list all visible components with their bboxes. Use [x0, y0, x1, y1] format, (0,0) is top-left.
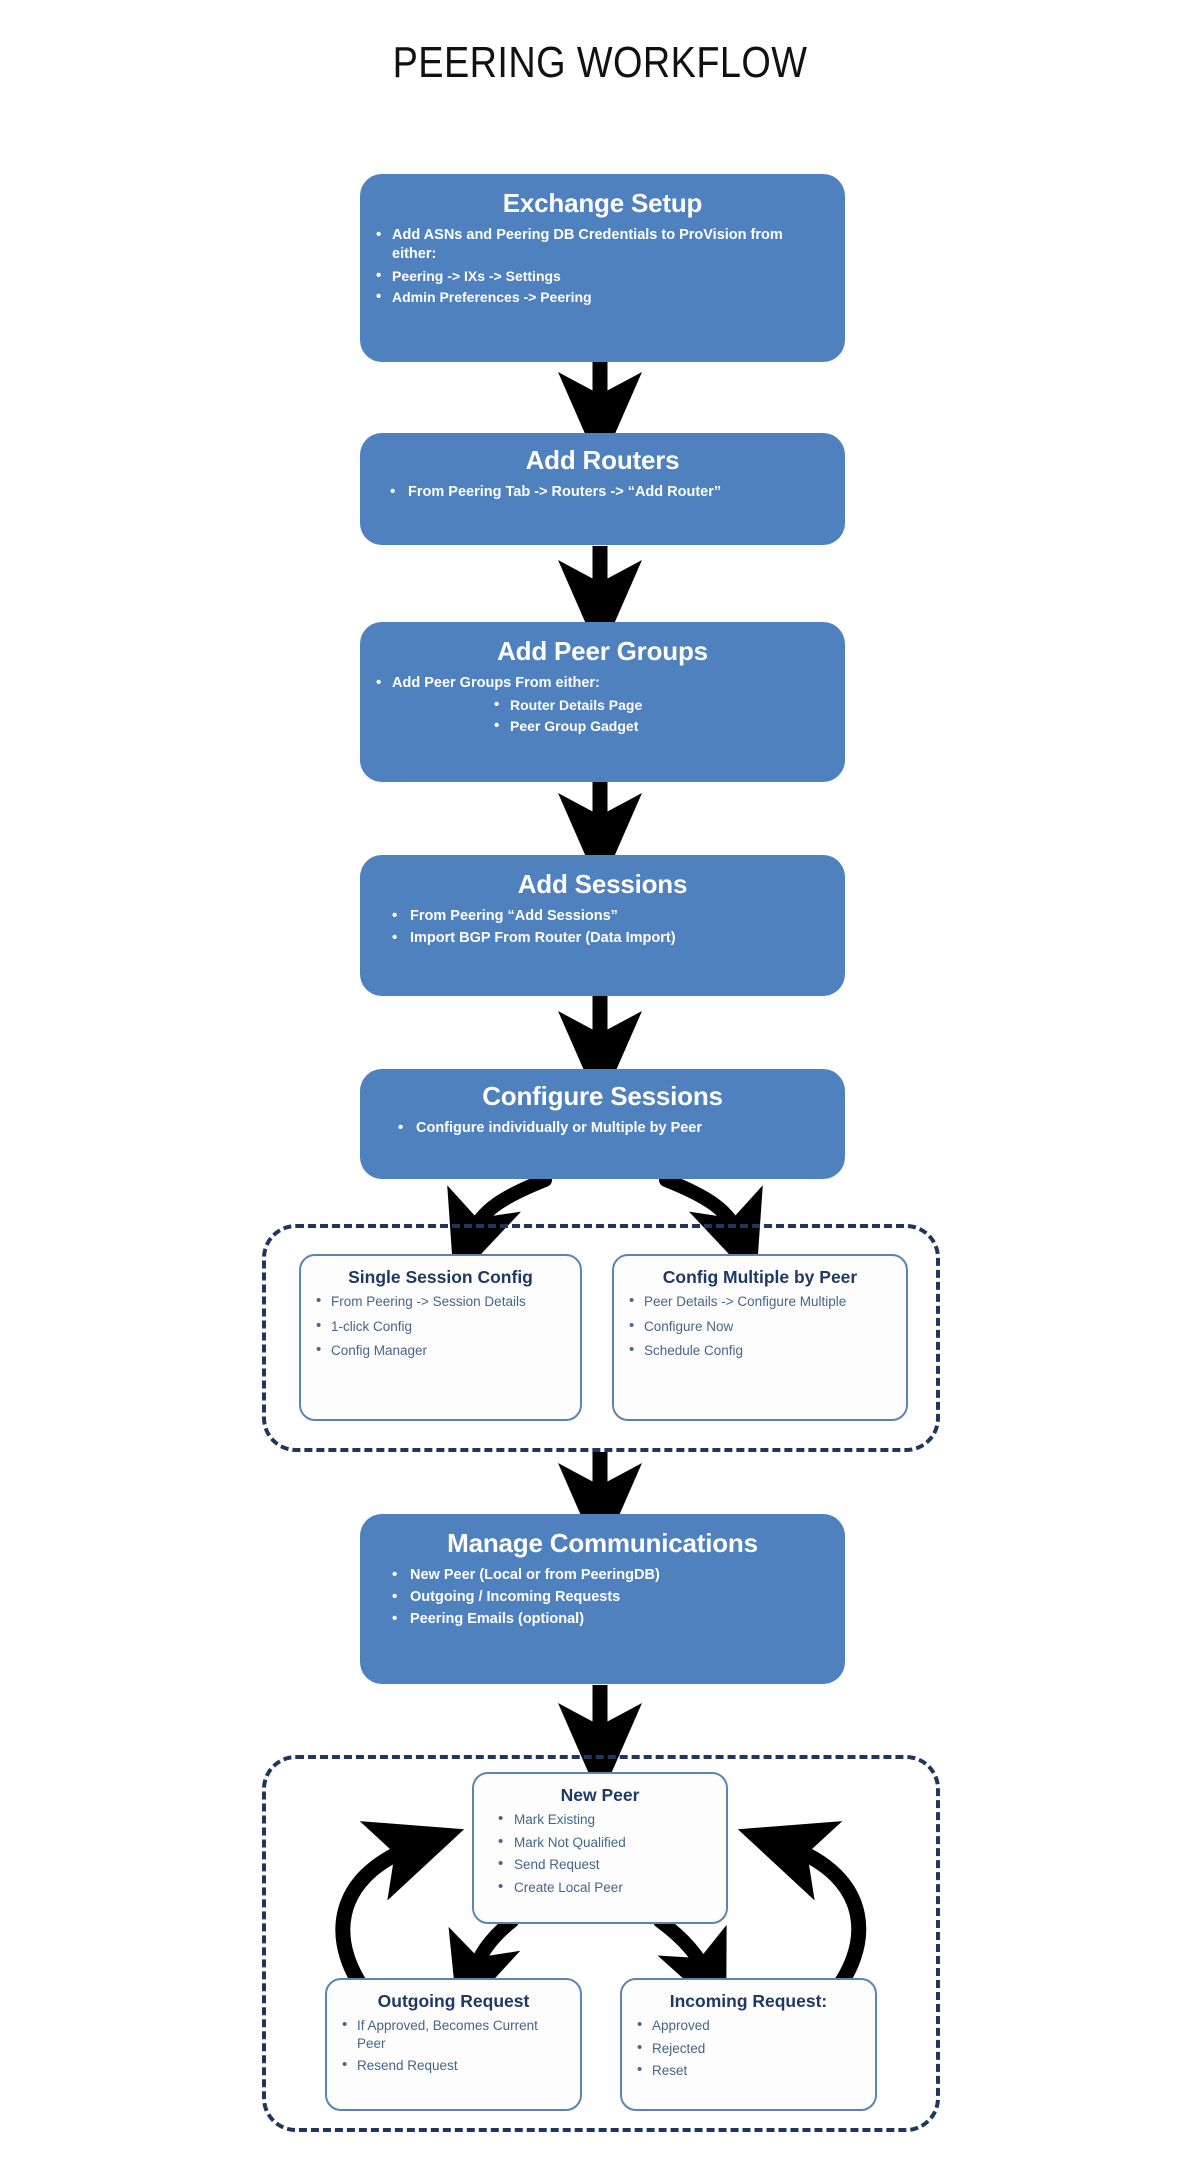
bullet-item: Add Peer Groups From either: — [374, 673, 831, 693]
stage-bullet-list: Add ASNs and Peering DB Credentials to P… — [374, 225, 831, 264]
box-outgoing-request[interactable]: Outgoing Request If Approved, Becomes Cu… — [325, 1978, 582, 2111]
bullet-item: If Approved, Becomes Current Peer — [337, 2015, 570, 2052]
bullet-item: New Peer (Local or from PeeringDB) — [390, 1565, 831, 1585]
bullet-item: Configure Now — [624, 1316, 896, 1336]
bullet-item: Outgoing / Incoming Requests — [390, 1587, 831, 1607]
box-single-session-config[interactable]: Single Session Config From Peering -> Se… — [299, 1254, 582, 1421]
subbox-bullet-list: Peer Details -> Configure Multiple Confi… — [624, 1291, 896, 1360]
stage-subbullet-list: Peering -> IXs -> Settings Admin Prefere… — [374, 266, 831, 308]
stage-title: Manage Communications — [447, 1528, 758, 1558]
bullet-item: Peer Details -> Configure Multiple — [624, 1291, 896, 1311]
bullet-item: Schedule Config — [624, 1340, 896, 1360]
bullet-item: From Peering -> Session Details — [311, 1291, 570, 1311]
stage-bullet-list: Add Peer Groups From either: — [374, 673, 831, 693]
page-title: PEERING WORKFLOW — [392, 38, 808, 87]
peer-request-group — [262, 1755, 940, 2132]
subbox-title: Config Multiple by Peer — [662, 1267, 858, 1287]
bullet-item: Add ASNs and Peering DB Credentials to P… — [374, 225, 831, 264]
subbox-bullet-list: From Peering -> Session Details 1-click … — [311, 1291, 570, 1360]
bullet-item: Peering -> IXs -> Settings — [374, 266, 831, 286]
stage-exchange-setup[interactable]: Exchange Setup Add ASNs and Peering DB C… — [360, 174, 845, 362]
subbox-title: Incoming Request: — [669, 1991, 828, 2011]
subbox-title: Outgoing Request — [377, 1991, 530, 2011]
bullet-item: Create Local Peer — [484, 1877, 716, 1897]
subbox-bullet-list: Approved Rejected Reset — [632, 2015, 865, 2080]
stage-title: Add Routers — [525, 445, 680, 475]
bullet-item: Send Request — [484, 1854, 716, 1874]
box-config-multiple-by-peer[interactable]: Config Multiple by Peer Peer Details -> … — [612, 1254, 908, 1421]
stage-add-peer-groups[interactable]: Add Peer Groups Add Peer Groups From eit… — [360, 622, 845, 782]
bullet-item: Mark Not Qualified — [484, 1832, 716, 1852]
stage-title: Add Peer Groups — [497, 636, 708, 666]
bullet-item: From Peering Tab -> Routers -> “Add Rout… — [388, 482, 831, 502]
bullet-item: Resend Request — [337, 2055, 570, 2075]
bullet-item: From Peering “Add Sessions” — [390, 906, 831, 926]
bullet-item: Approved — [632, 2015, 865, 2035]
stage-bullet-list: From Peering “Add Sessions” Import BGP F… — [390, 906, 831, 948]
stage-manage-communications[interactable]: Manage Communications New Peer (Local or… — [360, 1514, 845, 1684]
bullet-item: Reset — [632, 2060, 865, 2080]
bullet-item: 1-click Config — [311, 1316, 570, 1336]
subbox-title: New Peer — [560, 1785, 640, 1805]
bullet-item: Config Manager — [311, 1340, 570, 1360]
stage-title: Configure Sessions — [482, 1081, 723, 1111]
subbox-bullet-list: If Approved, Becomes Current Peer Resend… — [337, 2015, 570, 2075]
box-incoming-request[interactable]: Incoming Request: Approved Rejected Rese… — [620, 1978, 877, 2111]
subbox-title: Single Session Config — [348, 1267, 533, 1287]
config-options-group — [262, 1224, 940, 1452]
bullet-item: Rejected — [632, 2038, 865, 2058]
stage-bullet-list: Configure individually or Multiple by Pe… — [396, 1118, 831, 1138]
bullet-item: Admin Preferences -> Peering — [374, 287, 831, 307]
stage-subbullet-list: Router Details Page Peer Group Gadget — [492, 695, 831, 737]
bullet-item: Configure individually or Multiple by Pe… — [396, 1118, 831, 1138]
bullet-item: Mark Existing — [484, 1809, 716, 1829]
subbox-bullet-list: Mark Existing Mark Not Qualified Send Re… — [484, 1809, 716, 1897]
bullet-item: Router Details Page — [492, 695, 831, 715]
stage-add-routers[interactable]: Add Routers From Peering Tab -> Routers … — [360, 433, 845, 545]
stage-bullet-list: From Peering Tab -> Routers -> “Add Rout… — [388, 482, 831, 502]
bullet-item: Peer Group Gadget — [492, 716, 831, 736]
bullet-item: Import BGP From Router (Data Import) — [390, 928, 831, 948]
stage-bullet-list: New Peer (Local or from PeeringDB) Outgo… — [390, 1565, 831, 1629]
stage-title: Add Sessions — [517, 869, 688, 899]
bullet-item: Peering Emails (optional) — [390, 1609, 831, 1629]
box-new-peer[interactable]: New Peer Mark Existing Mark Not Qualifie… — [472, 1772, 728, 1924]
stage-add-sessions[interactable]: Add Sessions From Peering “Add Sessions”… — [360, 855, 845, 996]
stage-configure-sessions[interactable]: Configure Sessions Configure individuall… — [360, 1069, 845, 1179]
stage-title: Exchange Setup — [502, 188, 703, 218]
